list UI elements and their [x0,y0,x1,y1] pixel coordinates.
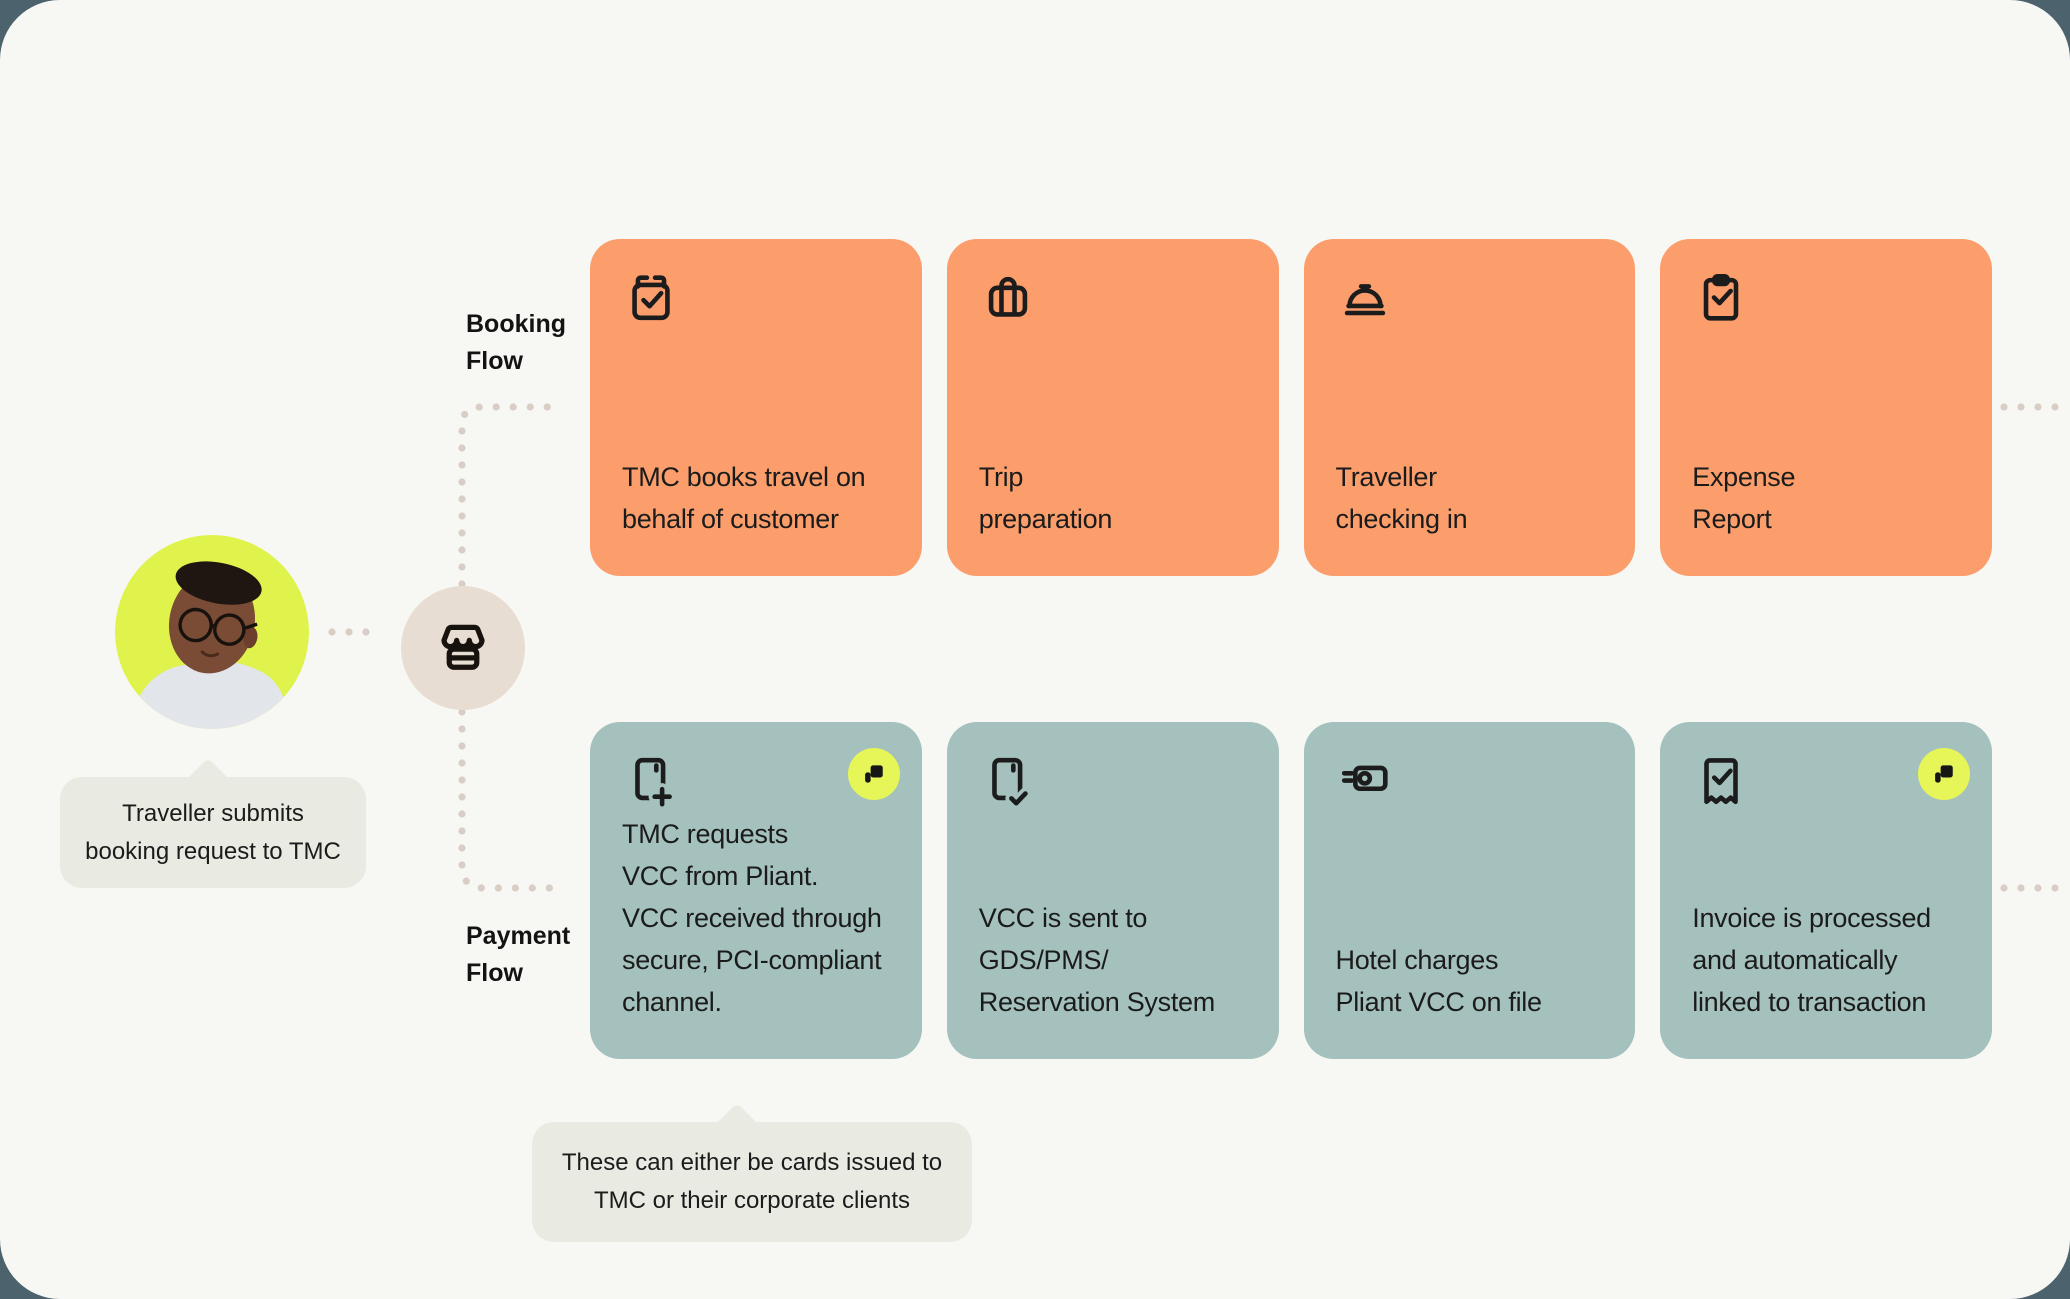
pliant-badge [847,748,900,800]
payment-card-invoice-processed: Invoice is processed and automatically l… [1660,722,1992,1059]
traveller-speech-bubble: Traveller submits booking request to TMC [60,757,366,888]
traveller-portrait-illustration [115,535,309,729]
booking-card-expense-report: Expense Report [1660,239,1992,576]
booking-card-checking-in: Traveller checking in [1303,239,1636,576]
cards-note-text: These can either be cards issued to TMC … [561,1149,943,1214]
cards-note-bubble: These can either be cards issued to TMC … [532,1102,972,1242]
booking-card-tmc-books: TMC books travel on behalf of customer [590,239,922,576]
card-text: Trip preparation [978,462,1113,534]
receipt-check-icon [1704,758,1739,805]
tmc-hub [401,586,525,710]
card-check-icon [991,757,1032,810]
connector-hub-to-booking [458,403,566,588]
service-bell-icon [1344,284,1385,316]
payment-card-vcc-request: TMC requests VCC from Pliant. VCC receiv… [590,722,922,1059]
connector-hub-to-payment [458,708,570,892]
payment-flow-label: Payment Flow [466,922,571,987]
booking-flow-row: TMC books travel on behalf of customer T… [590,239,1992,576]
payment-card-hotel-charges: Hotel charges Pliant VCC on file [1303,722,1636,1059]
pliant-badge [1918,748,1970,800]
clipboard-check-icon [1703,273,1739,321]
card-text: VCC is sent to GDS/PMS/ Reservation Syst… [978,903,1216,1017]
card-add-icon [635,757,676,810]
calendar-check-icon [632,275,670,321]
payment-card-vcc-sent: VCC is sent to GDS/PMS/ Reservation Syst… [946,722,1279,1059]
booking-flow-label: Booking Flow [466,310,566,375]
banknote-send-icon [1341,765,1388,792]
card-text: TMC books travel on behalf of customer [622,462,866,534]
storefront-icon [441,624,485,670]
luggage-icon [988,276,1027,317]
pliant-logo-icon [864,765,883,783]
avatar [115,535,309,729]
payment-flow-row: TMC requests VCC from Pliant. VCC receiv… [590,722,1992,1059]
card-text: TMC requests VCC from Pliant. VCC receiv… [622,819,882,1017]
card-text: Traveller checking in [1335,462,1468,534]
booking-card-trip-preparation: Trip preparation [946,239,1279,576]
card-text: Expense Report [1692,462,1796,534]
card-text: Invoice is processed and automatically l… [1692,903,1931,1017]
card-text: Hotel charges Pliant VCC on file [1335,945,1543,1017]
pliant-logo-icon [1935,765,1953,783]
traveller-bubble-text: Traveller submits booking request to TMC [85,799,341,865]
